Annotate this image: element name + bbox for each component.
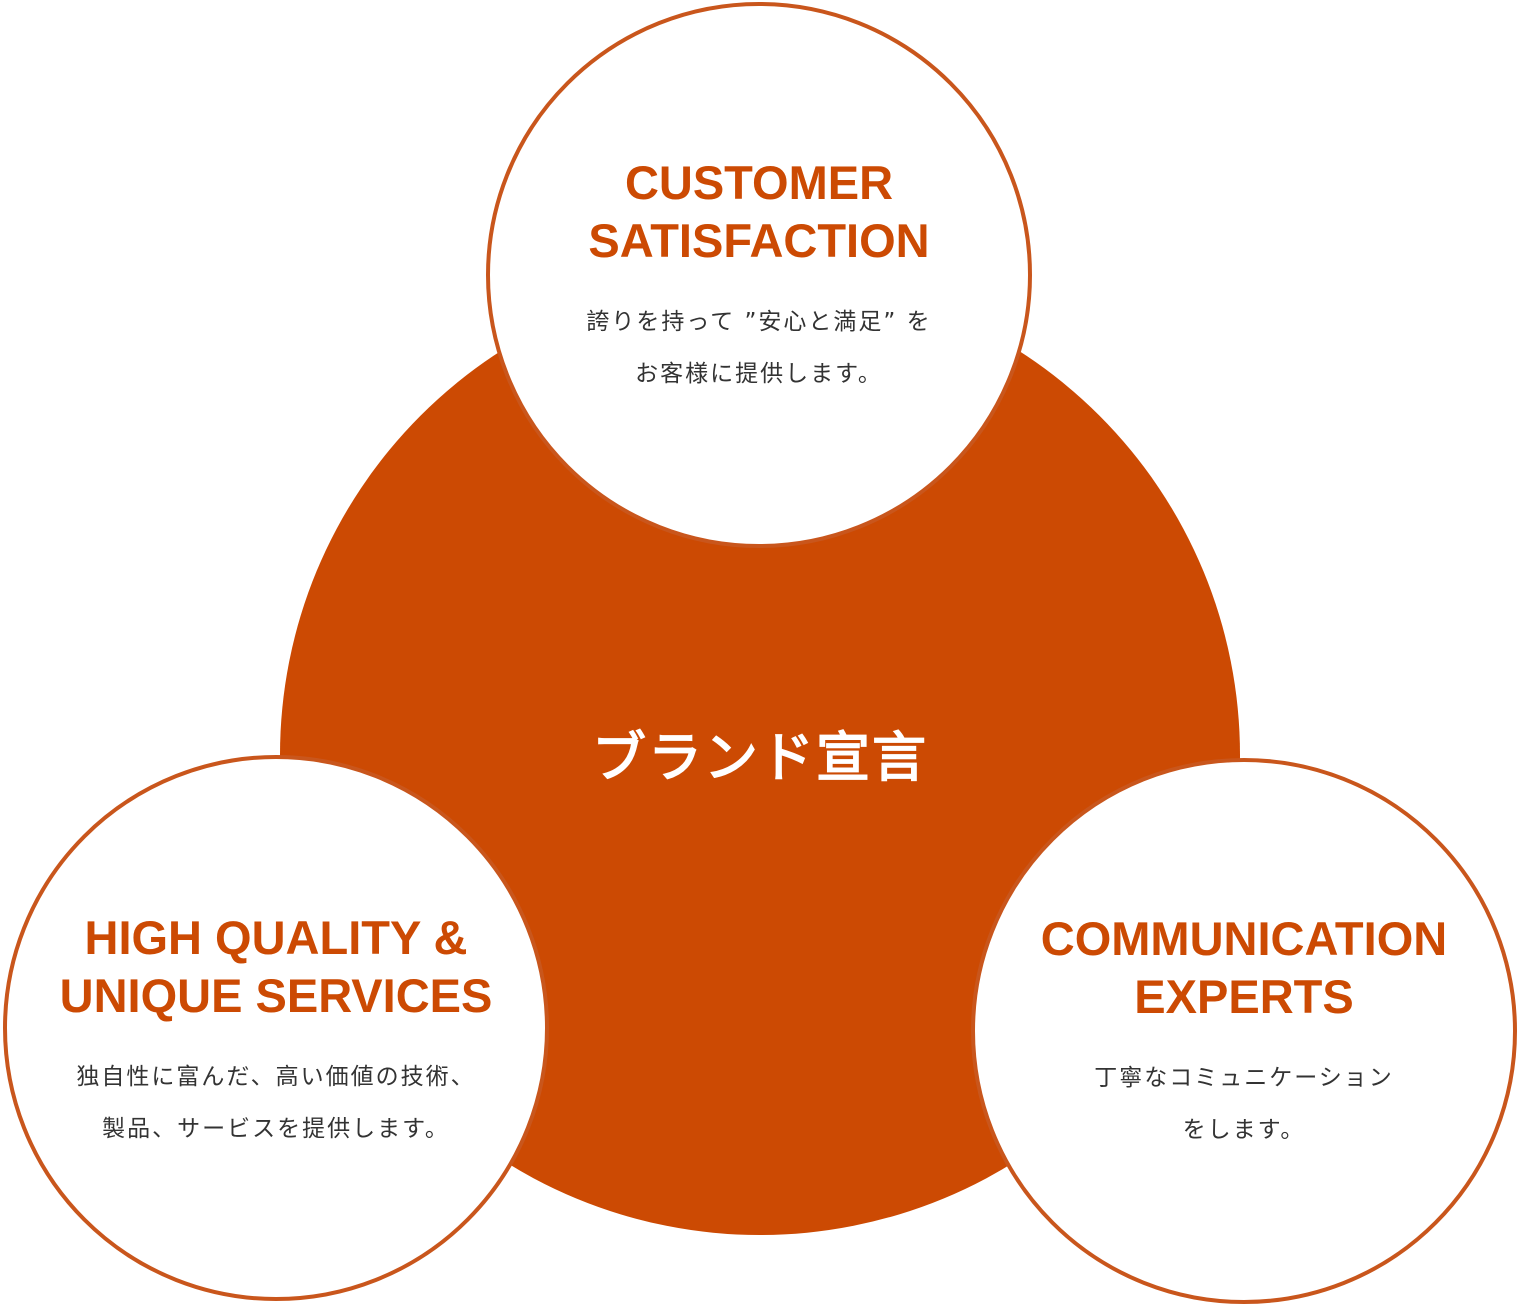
communication-experts-title: COMMUNICATION EXPERTS bbox=[975, 910, 1513, 1026]
customer-satisfaction-title: CUSTOMER SATISFACTION bbox=[490, 154, 1028, 270]
customer-satisfaction-circle: CUSTOMER SATISFACTION 誇りを持って ”安心と満足” を お… bbox=[486, 2, 1032, 548]
desc-line-2: 製品、サービスを提供します。 bbox=[102, 1116, 450, 1142]
high-quality-services-title: HIGH QUALITY & UNIQUE SERVICES bbox=[7, 909, 545, 1025]
communication-experts-description: 丁寧なコミュニケーション をします。 bbox=[975, 1052, 1513, 1156]
communication-experts-circle: COMMUNICATION EXPERTS 丁寧なコミュニケーション をします。 bbox=[971, 758, 1517, 1304]
customer-satisfaction-description: 誇りを持って ”安心と満足” を お客様に提供します。 bbox=[490, 296, 1028, 400]
title-line-1: COMMUNICATION bbox=[1040, 912, 1448, 965]
high-quality-services-circle: HIGH QUALITY & UNIQUE SERVICES 独自性に富んだ、高… bbox=[3, 755, 549, 1301]
desc-line-2: お客様に提供します。 bbox=[635, 361, 883, 387]
desc-line-1: 丁寧なコミュニケーション bbox=[1094, 1065, 1394, 1091]
title-line-2: EXPERTS bbox=[1134, 970, 1354, 1023]
title-line-1: HIGH QUALITY & bbox=[84, 911, 468, 964]
title-line-2: SATISFACTION bbox=[588, 214, 930, 267]
desc-line-1: 誇りを持って ”安心と満足” を bbox=[586, 309, 932, 335]
title-line-1: CUSTOMER bbox=[624, 156, 894, 209]
desc-line-1: 独自性に富んだ、高い価値の技術、 bbox=[76, 1064, 476, 1090]
title-line-2: UNIQUE SERVICES bbox=[59, 969, 493, 1022]
desc-line-2: をします。 bbox=[1182, 1117, 1306, 1143]
center-title: ブランド宣言 bbox=[592, 726, 928, 789]
high-quality-services-description: 独自性に富んだ、高い価値の技術、 製品、サービスを提供します。 bbox=[7, 1051, 545, 1155]
